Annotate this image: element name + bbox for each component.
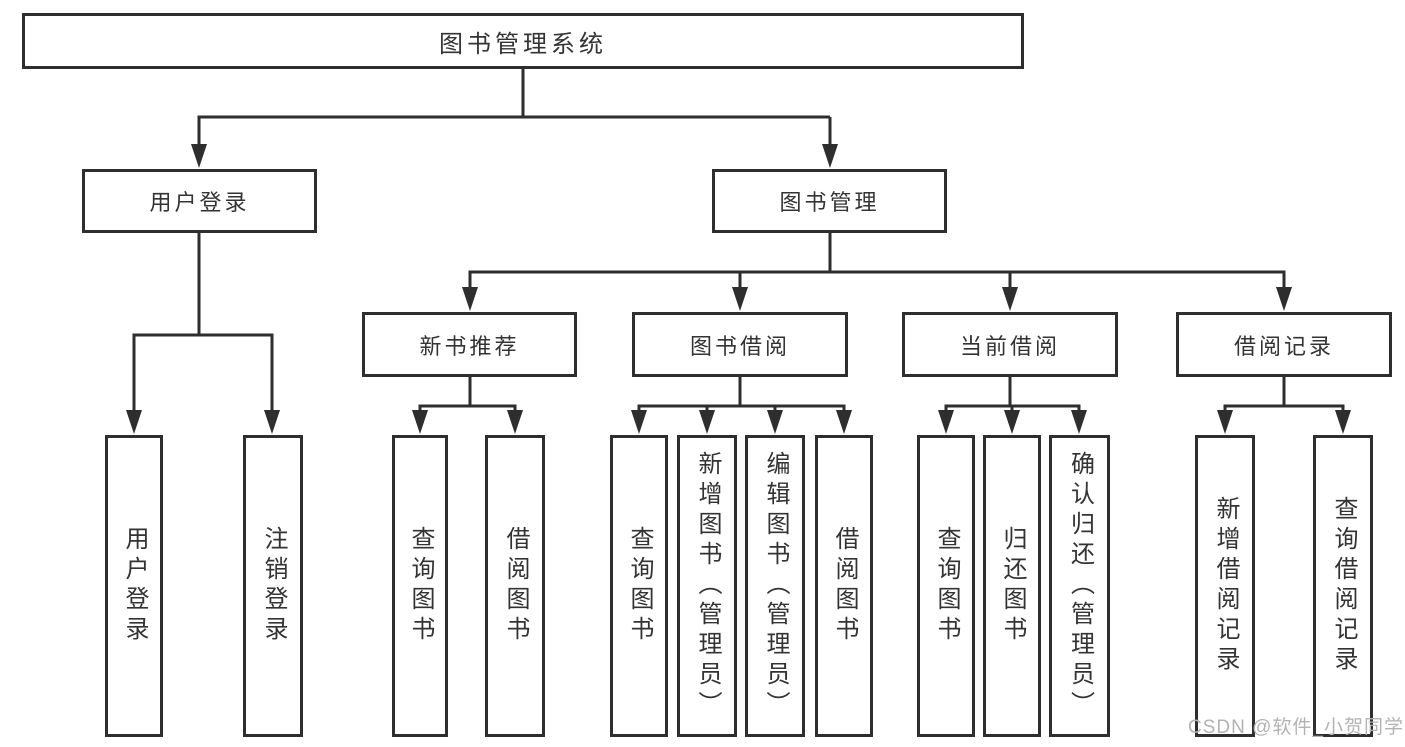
leaf-query-borrow-record: 查询借阅记录 — [1313, 435, 1373, 737]
csdn-watermark: CSDN @软件_小贺同学 — [1188, 717, 1404, 738]
node-label: 确认归还（管理员） — [1066, 451, 1094, 721]
leaf-user-login: 用户登录 — [105, 435, 163, 737]
leaf-query-books-1: 查询图书 — [392, 435, 448, 737]
node-label: 归还图书 — [999, 526, 1026, 646]
node-label: 查询图书 — [933, 526, 960, 646]
node-label: 图书借阅 — [689, 333, 790, 359]
node-book-borrowing: 图书借阅 — [632, 312, 848, 377]
leaf-return-books: 归还图书 — [983, 435, 1041, 737]
node-new-book-recommendation: 新书推荐 — [362, 312, 577, 377]
leaf-confirm-return-admin: 确认归还（管理员） — [1049, 435, 1110, 737]
node-root-library-system: 图书管理系统 — [22, 13, 1024, 69]
node-label: 编辑图书（管理员） — [762, 451, 789, 721]
node-label: 借阅记录 — [1233, 333, 1334, 359]
node-label: 当前借阅 — [959, 333, 1060, 359]
node-label: 借阅图书 — [502, 526, 529, 646]
leaf-query-books-2: 查询图书 — [610, 435, 668, 737]
leaf-borrow-books-1: 借阅图书 — [485, 435, 545, 737]
node-user-login: 用户登录 — [82, 169, 317, 233]
leaf-edit-books-admin: 编辑图书（管理员） — [745, 435, 805, 737]
leaf-borrow-books-2: 借阅图书 — [815, 435, 873, 737]
node-label: 借阅图书 — [831, 526, 858, 646]
arrowheads — [126, 144, 1351, 434]
leaf-query-books-3: 查询图书 — [917, 435, 975, 737]
node-label: 查询图书 — [626, 526, 653, 646]
leaf-add-borrow-record: 新增借阅记录 — [1195, 435, 1255, 737]
node-label: 图书管理系统 — [439, 30, 607, 58]
node-label: 查询借阅记录 — [1330, 496, 1357, 676]
leaf-logout: 注销登录 — [243, 435, 303, 737]
node-label: 新书推荐 — [419, 333, 520, 359]
node-label: 注销登录 — [260, 526, 287, 646]
node-label: 新增借阅记录 — [1212, 496, 1239, 676]
node-borrowing-records: 借阅记录 — [1176, 312, 1392, 377]
node-label: 查询图书 — [407, 526, 434, 646]
node-label: 用户登录 — [121, 526, 148, 646]
node-label: 用户登录 — [149, 190, 250, 215]
leaf-add-books-admin: 新增图书（管理员） — [677, 435, 737, 737]
node-label: 图书管理 — [779, 190, 880, 215]
node-book-management: 图书管理 — [712, 169, 947, 233]
node-label: 新增图书（管理员） — [694, 451, 721, 721]
node-current-borrowing: 当前借阅 — [902, 312, 1118, 377]
